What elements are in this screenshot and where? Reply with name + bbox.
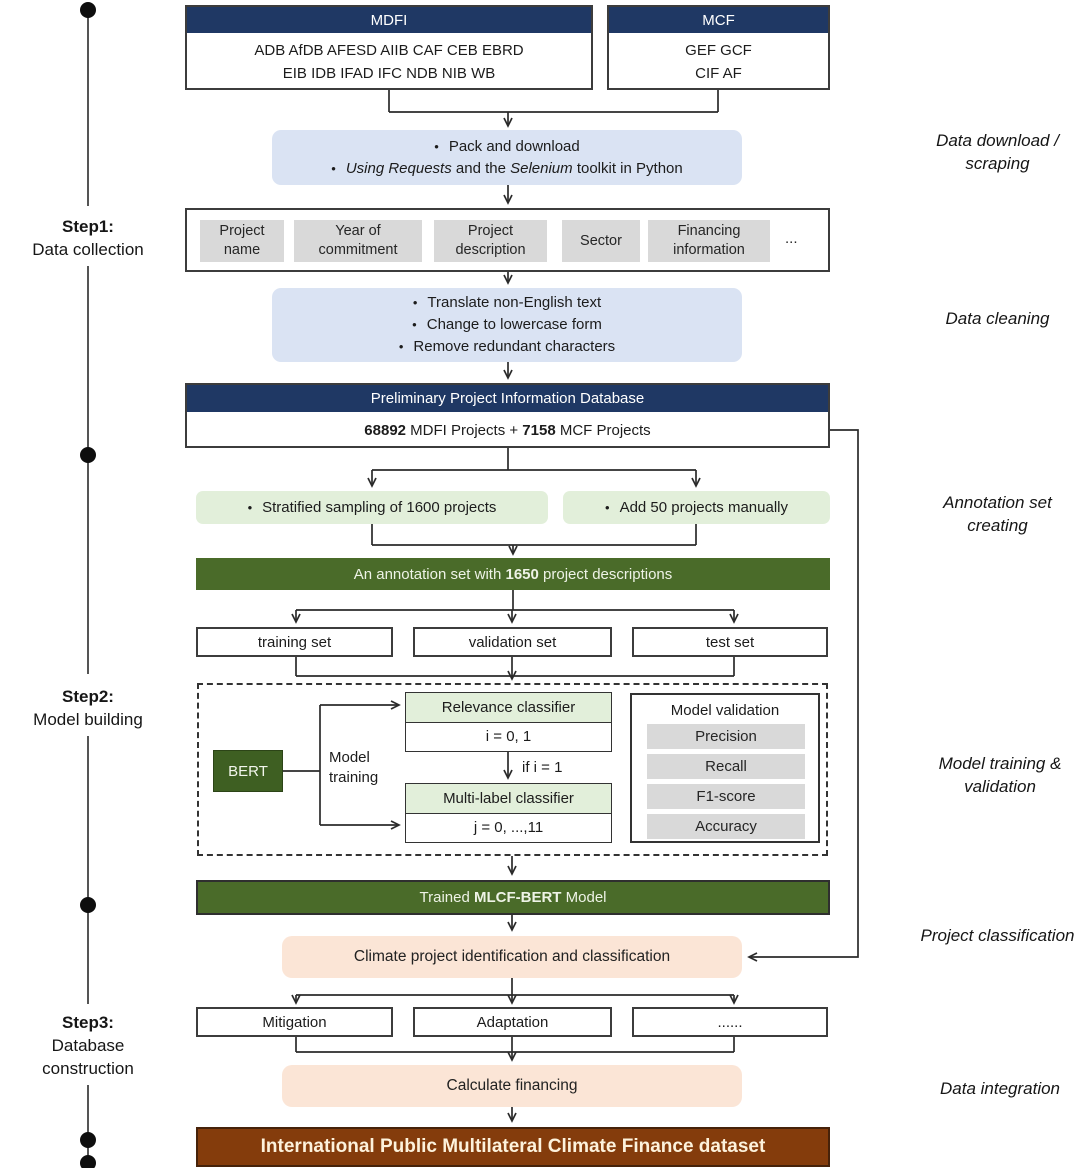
download-box: Pack and download Using Requests and the… xyxy=(272,130,742,185)
metric-f1: F1-score xyxy=(647,784,805,809)
trained-model-name: MLCF-BERT xyxy=(473,889,562,906)
step-label-2: Step2: Model building xyxy=(8,682,168,736)
step2-subtitle: Model building xyxy=(33,709,143,729)
validation-set-box: validation set xyxy=(413,627,612,657)
download-bullet-2-italic1: Using Requests xyxy=(345,159,452,177)
download-bullet-2-italic2: Selenium xyxy=(510,159,573,177)
identification-box: Climate project identification and class… xyxy=(282,936,742,978)
mcf-line2: CIF AF xyxy=(695,65,742,82)
phase-label-training: Model training & validation xyxy=(938,754,1062,796)
field-chip-year: Year of commitment xyxy=(294,220,422,262)
mdfi-count: 68892 xyxy=(364,422,407,439)
step2-title: Step2: xyxy=(62,687,114,706)
cleaning-bullet-3: Remove redundant characters xyxy=(399,336,615,358)
metric-accuracy: Accuracy xyxy=(647,814,805,839)
annotation-count: 1650 xyxy=(505,565,539,583)
step-label-1: Step1: Data collection xyxy=(8,212,168,266)
other-categories-box: ...... xyxy=(632,1007,828,1037)
phase-label-download: Data download / scraping xyxy=(936,131,1059,173)
step3-title: Step3: xyxy=(62,1013,114,1032)
field-more-ellipsis: ... xyxy=(785,230,798,247)
phase-label-classification: Project classification xyxy=(920,926,1075,945)
fields-box: Project name Year of commitment Project … xyxy=(185,208,830,272)
field-chip-financing: Financing information xyxy=(648,220,770,262)
condition-label: if i = 1 xyxy=(522,759,563,776)
mcf-body: GEF GCF CIF AF xyxy=(609,36,828,88)
model-training-label: Model training xyxy=(329,749,379,787)
manual-add-text: Add 50 projects manually xyxy=(605,499,788,516)
cleaning-bullet-1: Translate non-English text xyxy=(413,292,601,314)
phase-label-integration: Data integration xyxy=(939,1079,1061,1098)
trained-model-bar: Trained MLCF-BERT Model xyxy=(196,880,830,915)
mcf-count: 7158 xyxy=(522,422,556,439)
cleaning-bullet-2: Change to lowercase form xyxy=(412,314,602,336)
mdfi-box: MDFI ADB AfDB AFESD AIIB CAF CEB EBRD EI… xyxy=(185,5,593,90)
step1-subtitle: Data collection xyxy=(32,239,144,259)
download-bullet-1: Pack and download xyxy=(434,136,580,158)
mcf-line1: GEF GCF xyxy=(685,41,752,59)
manual-add-box: Add 50 projects manually xyxy=(563,491,830,524)
relevance-classifier-output: i = 0, 1 xyxy=(485,728,532,746)
trained-post-text: Model xyxy=(561,889,607,906)
database-tail-text: MCF Projects xyxy=(555,422,651,439)
field-chip-project-name: Project name xyxy=(200,220,284,262)
relevance-classifier-header: Relevance classifier xyxy=(406,693,611,723)
cleaning-box: Translate non-English text Change to low… xyxy=(272,288,742,362)
database-header: Preliminary Project Information Database xyxy=(187,385,828,415)
download-bullet-2: Using Requests and the Selenium toolkit … xyxy=(331,158,683,180)
phase-label-cleaning: Data cleaning xyxy=(945,309,1050,328)
model-validation-title: Model validation xyxy=(670,702,780,719)
multilabel-classifier-output: j = 0, ...,11 xyxy=(473,819,544,837)
download-bullet-1-text: Pack and download xyxy=(448,137,580,155)
mcf-header: MCF xyxy=(609,7,828,36)
mdfi-line2: EIB IDB IFAD IFC NDB NIB WB xyxy=(282,65,496,82)
metric-recall: Recall xyxy=(647,754,805,779)
field-chip-description: Project description xyxy=(434,220,547,262)
mdfi-body: ADB AfDB AFESD AIIB CAF CEB EBRD EIB IDB… xyxy=(187,36,591,88)
download-bullet-2-text2: toolkit in Python xyxy=(572,159,683,177)
trained-pre-text: Trained xyxy=(419,889,474,906)
financing-box: Calculate financing xyxy=(282,1065,742,1107)
annotation-set-bar: An annotation set with 1650 project desc… xyxy=(196,558,830,590)
final-dataset-bar: International Public Multilateral Climat… xyxy=(196,1127,830,1167)
timeline-dots xyxy=(80,2,96,1168)
step3-subtitle: Database construction xyxy=(42,1035,134,1078)
mcf-box: MCF GEF GCF CIF AF xyxy=(607,5,830,90)
bert-box: BERT xyxy=(213,750,283,792)
download-bullet-2-text1: and the xyxy=(451,159,511,177)
step-label-3: Step3: Database construction xyxy=(8,1008,168,1085)
annotation-post-text: project descriptions xyxy=(538,565,673,583)
database-counts: 68892 MDFI Projects + 7158 MCF Projects xyxy=(187,415,828,446)
phase-label-annotation: Annotation set creating xyxy=(943,493,1052,535)
mdfi-line1: ADB AfDB AFESD AIIB CAF CEB EBRD xyxy=(254,41,524,59)
model-validation-box: Model validation Precision Recall F1-sco… xyxy=(630,693,820,843)
relevance-classifier-box: Relevance classifier i = 0, 1 xyxy=(405,692,612,752)
multilabel-classifier-box: Multi-label classifier j = 0, ...,11 xyxy=(405,783,612,843)
annotation-pre-text: An annotation set with xyxy=(353,565,506,583)
model-building-frame xyxy=(197,683,828,856)
sampling-box: Stratified sampling of 1600 projects xyxy=(196,491,548,524)
mitigation-box: Mitigation xyxy=(196,1007,393,1037)
test-set-box: test set xyxy=(632,627,828,657)
mdfi-header: MDFI xyxy=(187,7,591,36)
database-mid-text: MDFI Projects + xyxy=(406,422,523,439)
adaptation-box: Adaptation xyxy=(413,1007,612,1037)
field-chip-sector: Sector xyxy=(562,220,640,262)
sampling-text: Stratified sampling of 1600 projects xyxy=(248,499,496,516)
multilabel-classifier-header: Multi-label classifier xyxy=(406,784,611,814)
metric-precision: Precision xyxy=(647,724,805,749)
database-box: Preliminary Project Information Database… xyxy=(185,383,830,448)
training-set-box: training set xyxy=(196,627,393,657)
step1-title: Step1: xyxy=(62,217,114,236)
